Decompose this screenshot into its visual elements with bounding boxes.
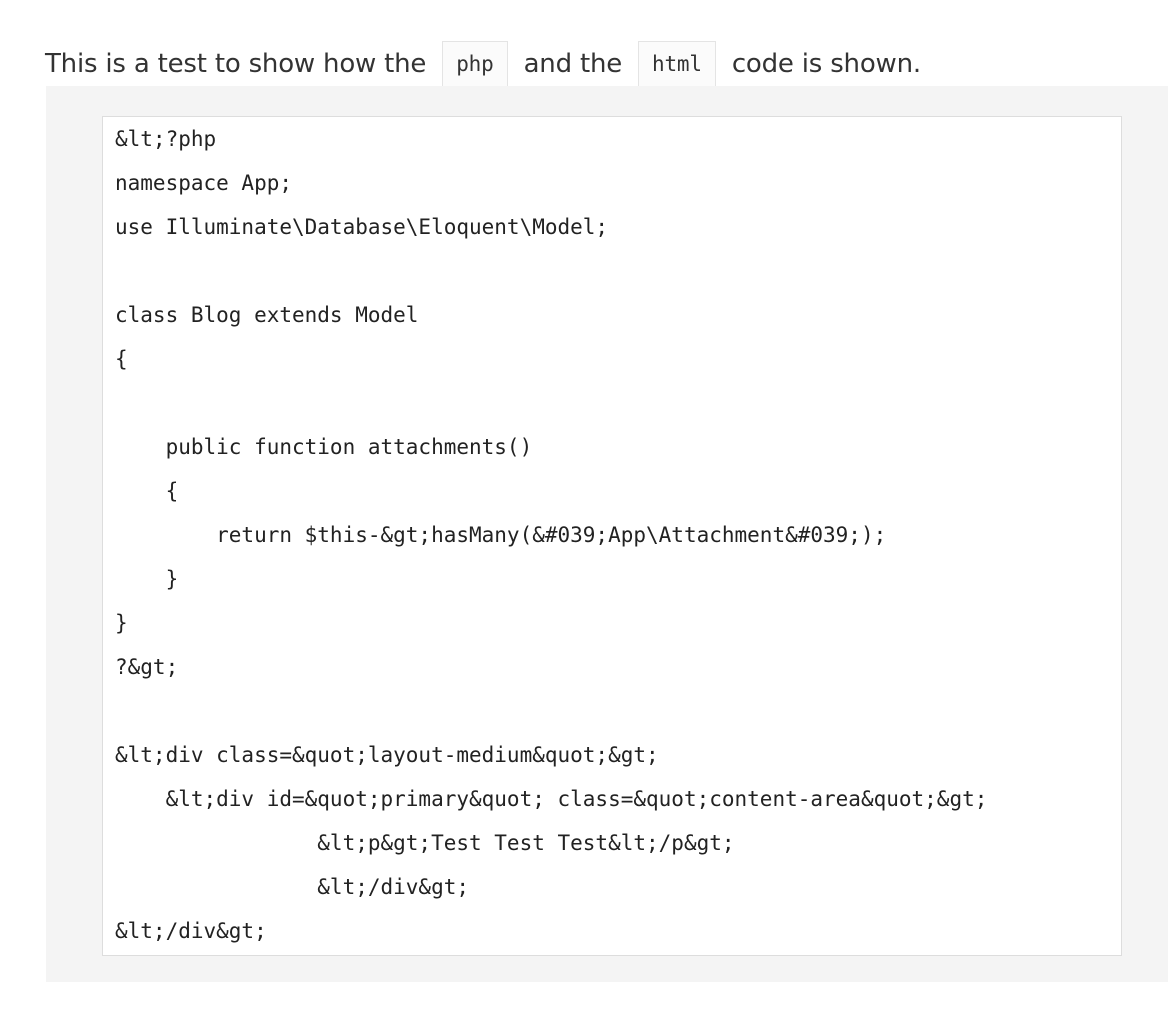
intro-text-end: code is shown. <box>731 49 921 79</box>
intro-paragraph: This is a test to show how the php and t… <box>45 38 921 90</box>
intro-text-middle: and the <box>523 49 623 79</box>
inline-code-php: php <box>442 41 508 87</box>
code-block-container: &lt;?php namespace App; use Illuminate\D… <box>46 86 1168 982</box>
intro-text-start: This is a test to show how the <box>45 49 427 79</box>
code-block[interactable]: &lt;?php namespace App; use Illuminate\D… <box>102 116 1122 956</box>
inline-code-html: html <box>638 41 716 87</box>
